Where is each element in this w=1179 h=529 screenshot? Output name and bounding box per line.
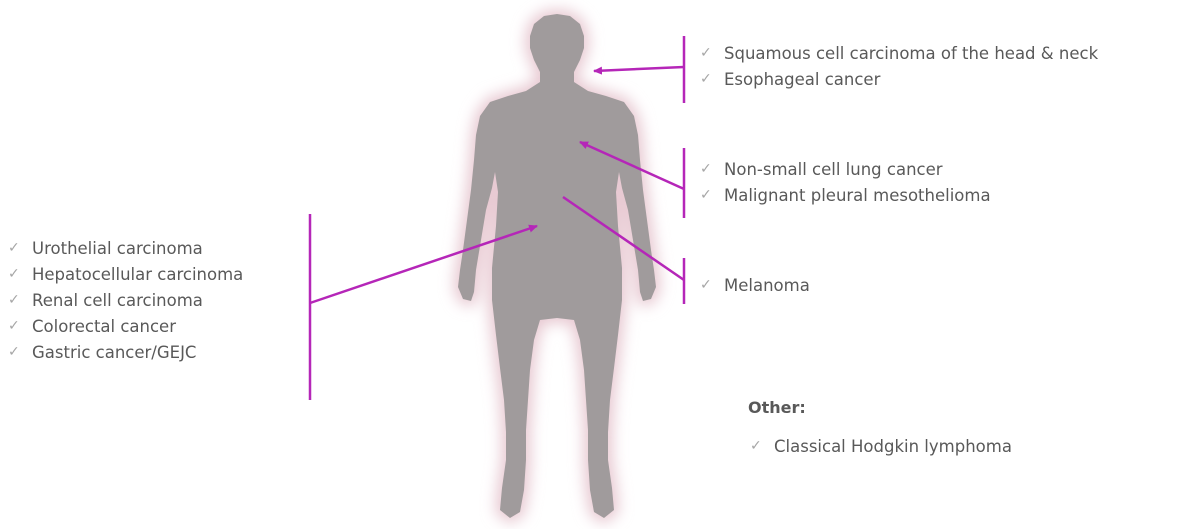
cancer-label: Renal cell carcinoma (32, 291, 203, 310)
checkmark-icon: ✓ (8, 318, 32, 334)
checkmark-icon: ✓ (8, 266, 32, 282)
list-item: ✓Malignant pleural mesothelioma (700, 182, 991, 208)
list-item: ✓Melanoma (700, 272, 810, 298)
cancer-label: Non-small cell lung cancer (724, 160, 943, 179)
cancer-label: Malignant pleural mesothelioma (724, 186, 991, 205)
cancer-label: Melanoma (724, 276, 810, 295)
list-item: ✓Gastric cancer/GEJC (8, 339, 243, 365)
checkmark-icon: ✓ (700, 71, 724, 87)
cancer-label: Colorectal cancer (32, 317, 176, 336)
list-item: ✓Classical Hodgkin lymphoma (750, 433, 1012, 459)
checkmark-icon: ✓ (700, 277, 724, 293)
list-item: ✓Non-small cell lung cancer (700, 156, 991, 182)
other-heading: Other: (748, 398, 806, 417)
checkmark-icon: ✓ (700, 161, 724, 177)
checkmark-icon: ✓ (750, 438, 774, 454)
list-item: ✓Urothelial carcinoma (8, 235, 243, 261)
head-neck-cancer-list: ✓Squamous cell carcinoma of the head & n… (700, 40, 1098, 92)
list-item: ✓Renal cell carcinoma (8, 287, 243, 313)
list-item: ✓Hepatocellular carcinoma (8, 261, 243, 287)
chest-cancer-list: ✓Non-small cell lung cancer ✓Malignant p… (700, 156, 991, 208)
cancer-label: Urothelial carcinoma (32, 239, 203, 258)
other-cancer-list: ✓Classical Hodgkin lymphoma (750, 433, 1012, 459)
checkmark-icon: ✓ (8, 292, 32, 308)
list-item: ✓Squamous cell carcinoma of the head & n… (700, 40, 1098, 66)
skin-cancer-list: ✓Melanoma (700, 272, 810, 298)
cancer-label: Hepatocellular carcinoma (32, 265, 243, 284)
head-neck-pointer (594, 67, 684, 71)
list-item: ✓Esophageal cancer (700, 66, 1098, 92)
checkmark-icon: ✓ (8, 240, 32, 256)
human-silhouette (458, 14, 656, 518)
cancer-label: Gastric cancer/GEJC (32, 343, 196, 362)
cancer-label: Esophageal cancer (724, 70, 880, 89)
checkmark-icon: ✓ (8, 344, 32, 360)
list-item: ✓Colorectal cancer (8, 313, 243, 339)
cancer-label: Classical Hodgkin lymphoma (774, 437, 1012, 456)
checkmark-icon: ✓ (700, 45, 724, 61)
abdomen-cancer-list: ✓Urothelial carcinoma ✓Hepatocellular ca… (8, 235, 243, 365)
checkmark-icon: ✓ (700, 187, 724, 203)
cancer-label: Squamous cell carcinoma of the head & ne… (724, 44, 1098, 63)
